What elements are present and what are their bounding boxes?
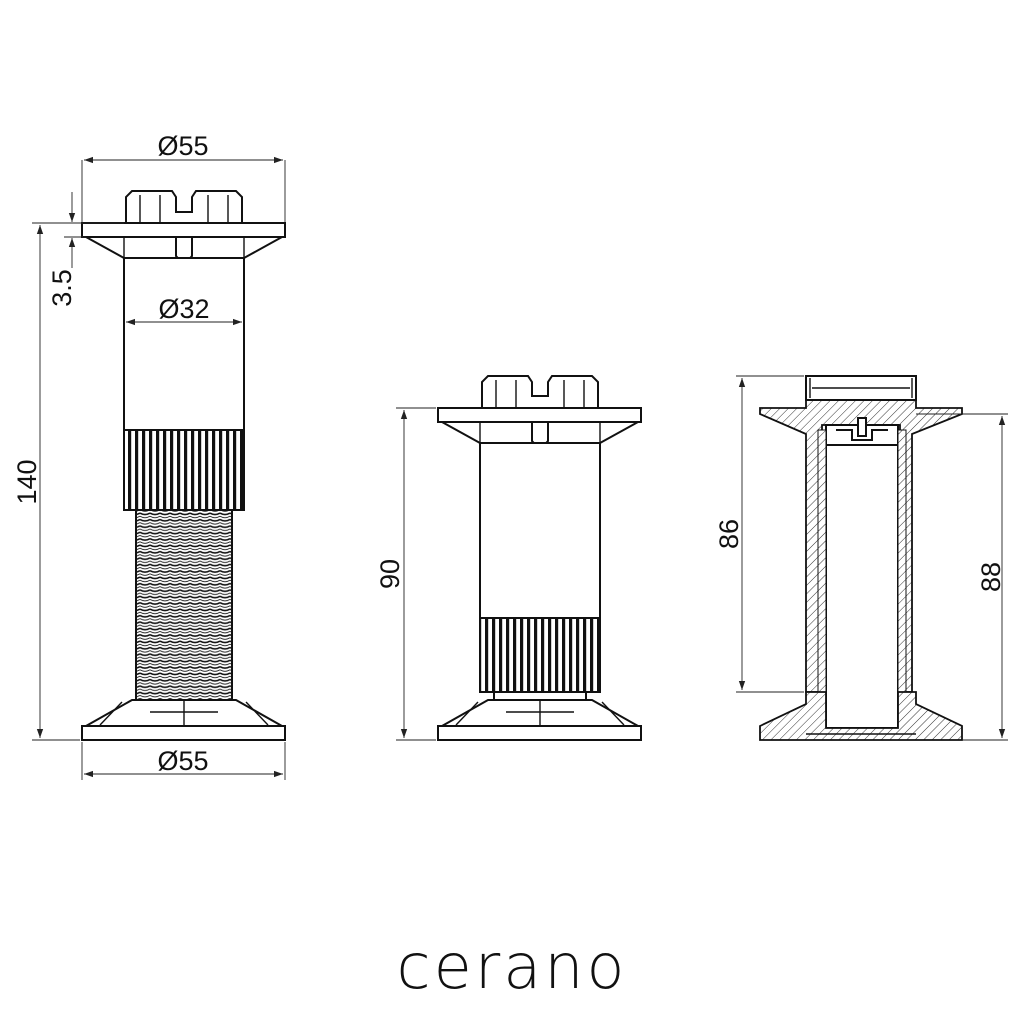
label-plate-thickness: 3.5: [47, 269, 77, 307]
leveller-section-view: [759, 375, 963, 741]
dimension-compact-height: 90: [375, 407, 436, 741]
label-base-diameter: Ø55: [157, 746, 208, 776]
dimension-top-diameter: Ø55: [81, 131, 286, 222]
dimension-base-diameter: Ø55: [81, 742, 286, 780]
leveller-compact-view: [437, 375, 642, 741]
label-compact-height: 90: [375, 559, 405, 589]
label-section-inner-height: 86: [714, 519, 744, 549]
dimension-section-outer-height: 88: [916, 413, 1008, 741]
leveller-extended-view: [81, 190, 286, 741]
label-tube-diameter: Ø32: [158, 294, 209, 324]
dimension-total-height: 140: [12, 222, 80, 741]
dimension-section-inner-height: 86: [714, 375, 804, 693]
dimension-tube-diameter: Ø32: [126, 294, 242, 326]
brand-wordmark: cerano: [397, 930, 628, 1003]
label-top-diameter: Ø55: [157, 131, 208, 161]
label-total-height: 140: [12, 459, 42, 504]
label-section-outer-height: 88: [976, 562, 1006, 592]
dimension-plate-thickness: 3.5: [47, 192, 124, 307]
